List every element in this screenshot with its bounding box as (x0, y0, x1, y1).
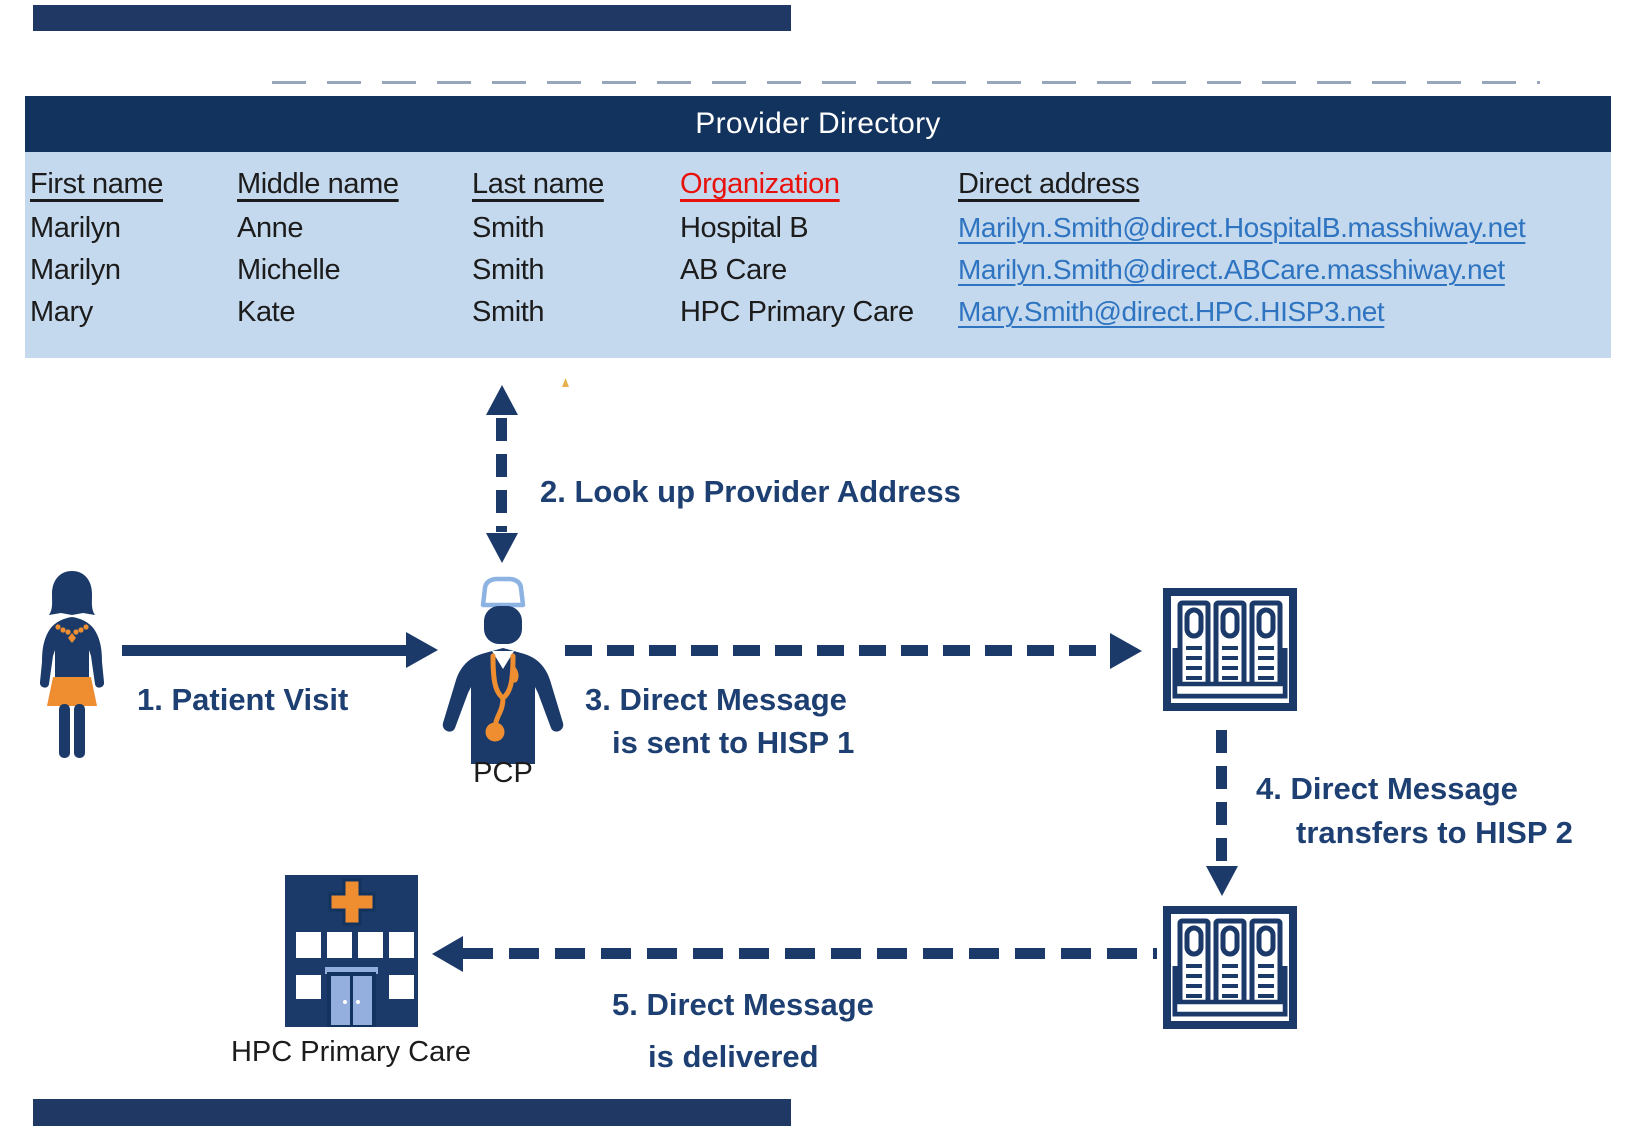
step3-label-line2: is sent to HISP 1 (612, 725, 855, 760)
clinic-label: HPC Primary Care (230, 1036, 472, 1068)
col-first-name: First name (30, 168, 163, 200)
cell-middle-name: Anne (237, 212, 304, 244)
medical-cross-icon (328, 878, 376, 926)
patient-icon (39, 571, 105, 758)
col-organization: Organization (680, 168, 840, 200)
patient-visit-arrowhead (406, 632, 438, 668)
lookup-arrowhead-up (486, 385, 518, 415)
patient-visit-arrow (122, 645, 406, 656)
hisp1-dashed-arrow (565, 645, 1110, 656)
stethoscope-icon (490, 653, 519, 725)
necklace-icon (55, 624, 89, 643)
cropped-content-remnant-line (272, 81, 1540, 84)
delivery-dashed-arrow (463, 948, 1157, 959)
hisp2-transfer-arrow (1216, 730, 1227, 866)
cell-first-name: Marilyn (30, 254, 121, 286)
step5-label-line2: is delivered (648, 1039, 819, 1074)
server-icon-hisp1 (1163, 588, 1297, 711)
directory-header-row: First name Middle name Last name Organiz… (25, 164, 1611, 204)
step3-label-line1: 3. Direct Message (585, 682, 847, 717)
cell-last-name: Smith (472, 296, 545, 328)
hisp2-transfer-arrowhead (1206, 866, 1238, 896)
direct-address-link[interactable]: Mary.Smith@direct.HPC.HISP3.net (958, 296, 1385, 327)
provider-directory-title-bar: Provider Directory (25, 96, 1611, 152)
bottom-slide-edge-bar (33, 1099, 791, 1126)
step4-label-line2: transfers to HISP 2 (1296, 815, 1573, 850)
cell-first-name: Mary (30, 296, 93, 328)
delivery-arrowhead (432, 936, 463, 972)
lookup-double-arrow (496, 418, 507, 532)
direct-address-link[interactable]: Marilyn.Smith@direct.HospitalB.masshiway… (958, 212, 1526, 243)
cell-last-name: Smith (472, 212, 545, 244)
table-row: Marilyn Michelle Smith AB Care Marilyn.S… (25, 250, 1611, 290)
step2-label: 2. Look up Provider Address (540, 474, 961, 509)
lookup-arrowhead-down (486, 533, 518, 563)
step1-label: 1. Patient Visit (137, 682, 349, 717)
cell-middle-name: Michelle (237, 254, 341, 286)
step4-label-line1: 4. Direct Message (1256, 771, 1518, 806)
provider-directory-table: Provider Directory First name Middle nam… (25, 96, 1611, 358)
doctor-icon (442, 576, 564, 764)
provider-directory-title: Provider Directory (695, 107, 941, 140)
stray-mark (562, 378, 569, 387)
skirt (47, 677, 97, 706)
pcp-label: PCP (473, 757, 533, 789)
cell-last-name: Smith (472, 254, 545, 286)
cell-organization: HPC Primary Care (680, 296, 914, 328)
table-row: Marilyn Anne Smith Hospital B Marilyn.Sm… (25, 208, 1611, 248)
cell-organization: AB Care (680, 254, 787, 286)
cell-organization: Hospital B (680, 212, 809, 244)
direct-address-link[interactable]: Marilyn.Smith@direct.ABCare.masshiway.ne… (958, 254, 1505, 285)
col-middle-name: Middle name (237, 168, 399, 200)
stethoscope-chestpiece (485, 722, 505, 742)
col-direct-address: Direct address (958, 168, 1140, 200)
clinic-building-icon (285, 875, 418, 1027)
top-slide-edge-bar (33, 5, 791, 31)
col-last-name: Last name (472, 168, 604, 200)
hisp1-arrowhead (1110, 633, 1142, 669)
step5-label-line1: 5. Direct Message (612, 987, 874, 1022)
cell-first-name: Marilyn (30, 212, 121, 244)
server-icon-hisp2 (1163, 906, 1297, 1029)
table-row: Mary Kate Smith HPC Primary Care Mary.Sm… (25, 292, 1611, 332)
cell-middle-name: Kate (237, 296, 296, 328)
provider-directory-body: First name Middle name Last name Organiz… (25, 152, 1611, 358)
